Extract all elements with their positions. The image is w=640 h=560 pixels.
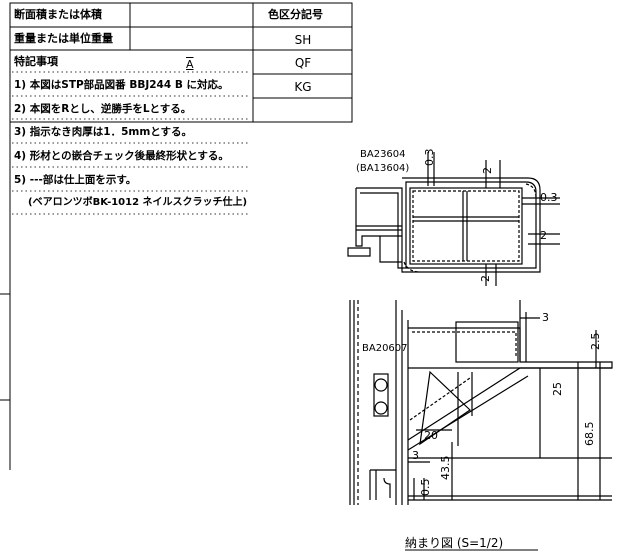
color-code-2: QF bbox=[294, 56, 312, 70]
note-1: 1) 本図はSTP部品図番 BBJ244 B に対応。 bbox=[14, 79, 229, 91]
color-code-1: SH bbox=[294, 33, 312, 47]
bottom-assembly bbox=[349, 300, 613, 505]
header-color-code: 色区分記号 bbox=[268, 8, 323, 21]
part-label-top: BA23604 bbox=[360, 149, 406, 160]
note-5: 5) ---部は仕上面を示す。 bbox=[14, 174, 137, 186]
note-3: 3) 指示なき肉厚は1．5mmとする。 bbox=[14, 126, 192, 138]
header-area-volume: 断面積または体積 bbox=[14, 8, 102, 21]
color-code-3: KG bbox=[294, 80, 312, 94]
dim-top-1: 0.3 bbox=[423, 148, 436, 167]
notes-title: 特記事項 bbox=[14, 55, 58, 68]
note-6: (ベアロンツボBK-1012 ネイルスクラッチ仕上) bbox=[28, 197, 248, 208]
dim-top-4: 2 bbox=[540, 229, 547, 242]
dim-top-5: 2 bbox=[479, 275, 492, 282]
revision-mark: A bbox=[186, 58, 194, 71]
dim-top-3: 0.3 bbox=[540, 191, 558, 204]
part-label-bottom: BA20607 bbox=[362, 343, 408, 354]
dim-bottom-5: 20 bbox=[424, 429, 438, 442]
drawing-caption: 納まり図 (S=1/2) bbox=[405, 536, 504, 550]
dim-bottom-1: 3 bbox=[542, 311, 549, 324]
dim-bottom-2: 2.5 bbox=[589, 332, 602, 351]
header-weight: 重量または単位重量 bbox=[14, 32, 113, 45]
note-4: 4) 形材との嵌合チェック後最終形状とする。 bbox=[14, 150, 229, 162]
dim-bottom-8: 0.5 bbox=[419, 478, 432, 497]
dim-bottom-4: 68.5 bbox=[583, 421, 596, 447]
dim-top-2: 2 bbox=[481, 167, 494, 174]
title-table-frame bbox=[9, 2, 353, 123]
note-2: 2) 本図をRとし、逆勝手をLとする。 bbox=[14, 103, 192, 115]
dim-bottom-3: 25 bbox=[551, 382, 564, 396]
dim-bottom-6: 3 bbox=[412, 449, 419, 462]
top-profile bbox=[347, 152, 560, 286]
part-label-top-alt: (BA13604) bbox=[356, 163, 410, 174]
dim-bottom-7: 43.5 bbox=[439, 455, 452, 481]
